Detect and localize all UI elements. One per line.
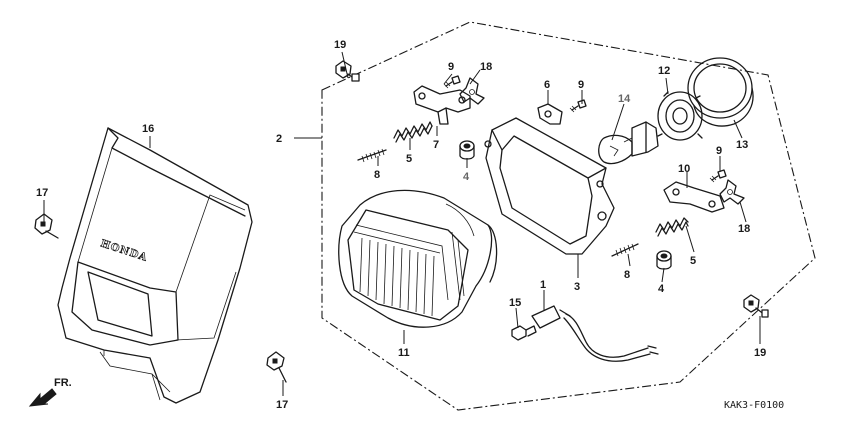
callout-14: 14 bbox=[618, 93, 631, 105]
adjuster-spring-right bbox=[655, 217, 689, 237]
adjuster-spring-left bbox=[393, 121, 433, 143]
callout-9-left: 9 bbox=[448, 61, 454, 73]
callout-numbers: 2 19 17 17 16 9 18 7 5 8 4 6 9 14 12 13 … bbox=[36, 39, 766, 411]
direction-label: FR. bbox=[54, 377, 72, 389]
callout-10: 10 bbox=[678, 163, 690, 175]
grommet-left bbox=[459, 140, 475, 160]
drawing-code: KAK3-F0100 bbox=[724, 400, 784, 411]
callout-18-right: 18 bbox=[738, 223, 750, 235]
callout-4-right: 4 bbox=[658, 283, 665, 295]
callout-12: 12 bbox=[658, 65, 670, 77]
callout-19-top: 19 bbox=[334, 39, 346, 51]
dust-boot bbox=[657, 91, 703, 141]
callout-7: 7 bbox=[433, 139, 439, 151]
callout-6: 6 bbox=[544, 79, 550, 91]
leader-lines bbox=[43, 51, 761, 396]
callout-2: 2 bbox=[276, 133, 282, 145]
front-direction-arrow bbox=[28, 388, 57, 407]
screw-top-middle bbox=[569, 99, 587, 113]
mounting-bolt-right bbox=[743, 294, 769, 318]
headlight-case bbox=[484, 117, 615, 255]
position-lamp-bulb bbox=[511, 325, 537, 341]
headlight-housing-cap bbox=[687, 57, 754, 127]
callout-9-right: 9 bbox=[716, 145, 722, 157]
mounting-bolt-top bbox=[335, 60, 360, 82]
adjuster-wing-nut-right bbox=[719, 179, 745, 205]
callout-15: 15 bbox=[509, 297, 521, 309]
headlight-bulb bbox=[598, 121, 659, 165]
callout-5-right: 5 bbox=[690, 255, 696, 267]
callout-8-left: 8 bbox=[374, 169, 380, 181]
screw-top-left bbox=[443, 75, 461, 89]
callout-16: 16 bbox=[142, 123, 154, 135]
lens-ribs bbox=[359, 231, 465, 317]
callout-17-left: 17 bbox=[36, 187, 48, 199]
headlight-lens-unit bbox=[338, 189, 498, 328]
adjusting-screw-right bbox=[611, 243, 639, 257]
callout-1: 1 bbox=[540, 279, 546, 291]
case-bracket bbox=[537, 103, 563, 125]
adjusting-screw-left bbox=[357, 148, 387, 163]
adjuster-wing-nut-top bbox=[459, 77, 485, 105]
visor-brand-text: HONDA bbox=[99, 238, 149, 264]
callout-13: 13 bbox=[736, 139, 748, 151]
callout-19-right: 19 bbox=[754, 347, 766, 359]
callout-17-bottom: 17 bbox=[276, 399, 288, 411]
callout-11: 11 bbox=[398, 347, 410, 359]
bulb-socket-harness bbox=[531, 305, 659, 362]
headlight-assembly-boundary bbox=[321, 21, 816, 411]
headlight-visor: HONDA bbox=[57, 127, 253, 404]
screw-right bbox=[709, 169, 727, 183]
callout-4-left: 4 bbox=[463, 171, 470, 183]
callout-8-right: 8 bbox=[624, 269, 630, 281]
right-mounting-bracket bbox=[663, 181, 725, 213]
callout-3: 3 bbox=[574, 281, 580, 293]
callout-5-left: 5 bbox=[406, 153, 412, 165]
visor-bolt-left bbox=[34, 213, 59, 239]
callout-18-top: 18 bbox=[480, 61, 492, 73]
grommet-right bbox=[656, 250, 672, 270]
visor-bolt-bottom bbox=[266, 351, 287, 383]
callout-9-middle: 9 bbox=[578, 79, 584, 91]
